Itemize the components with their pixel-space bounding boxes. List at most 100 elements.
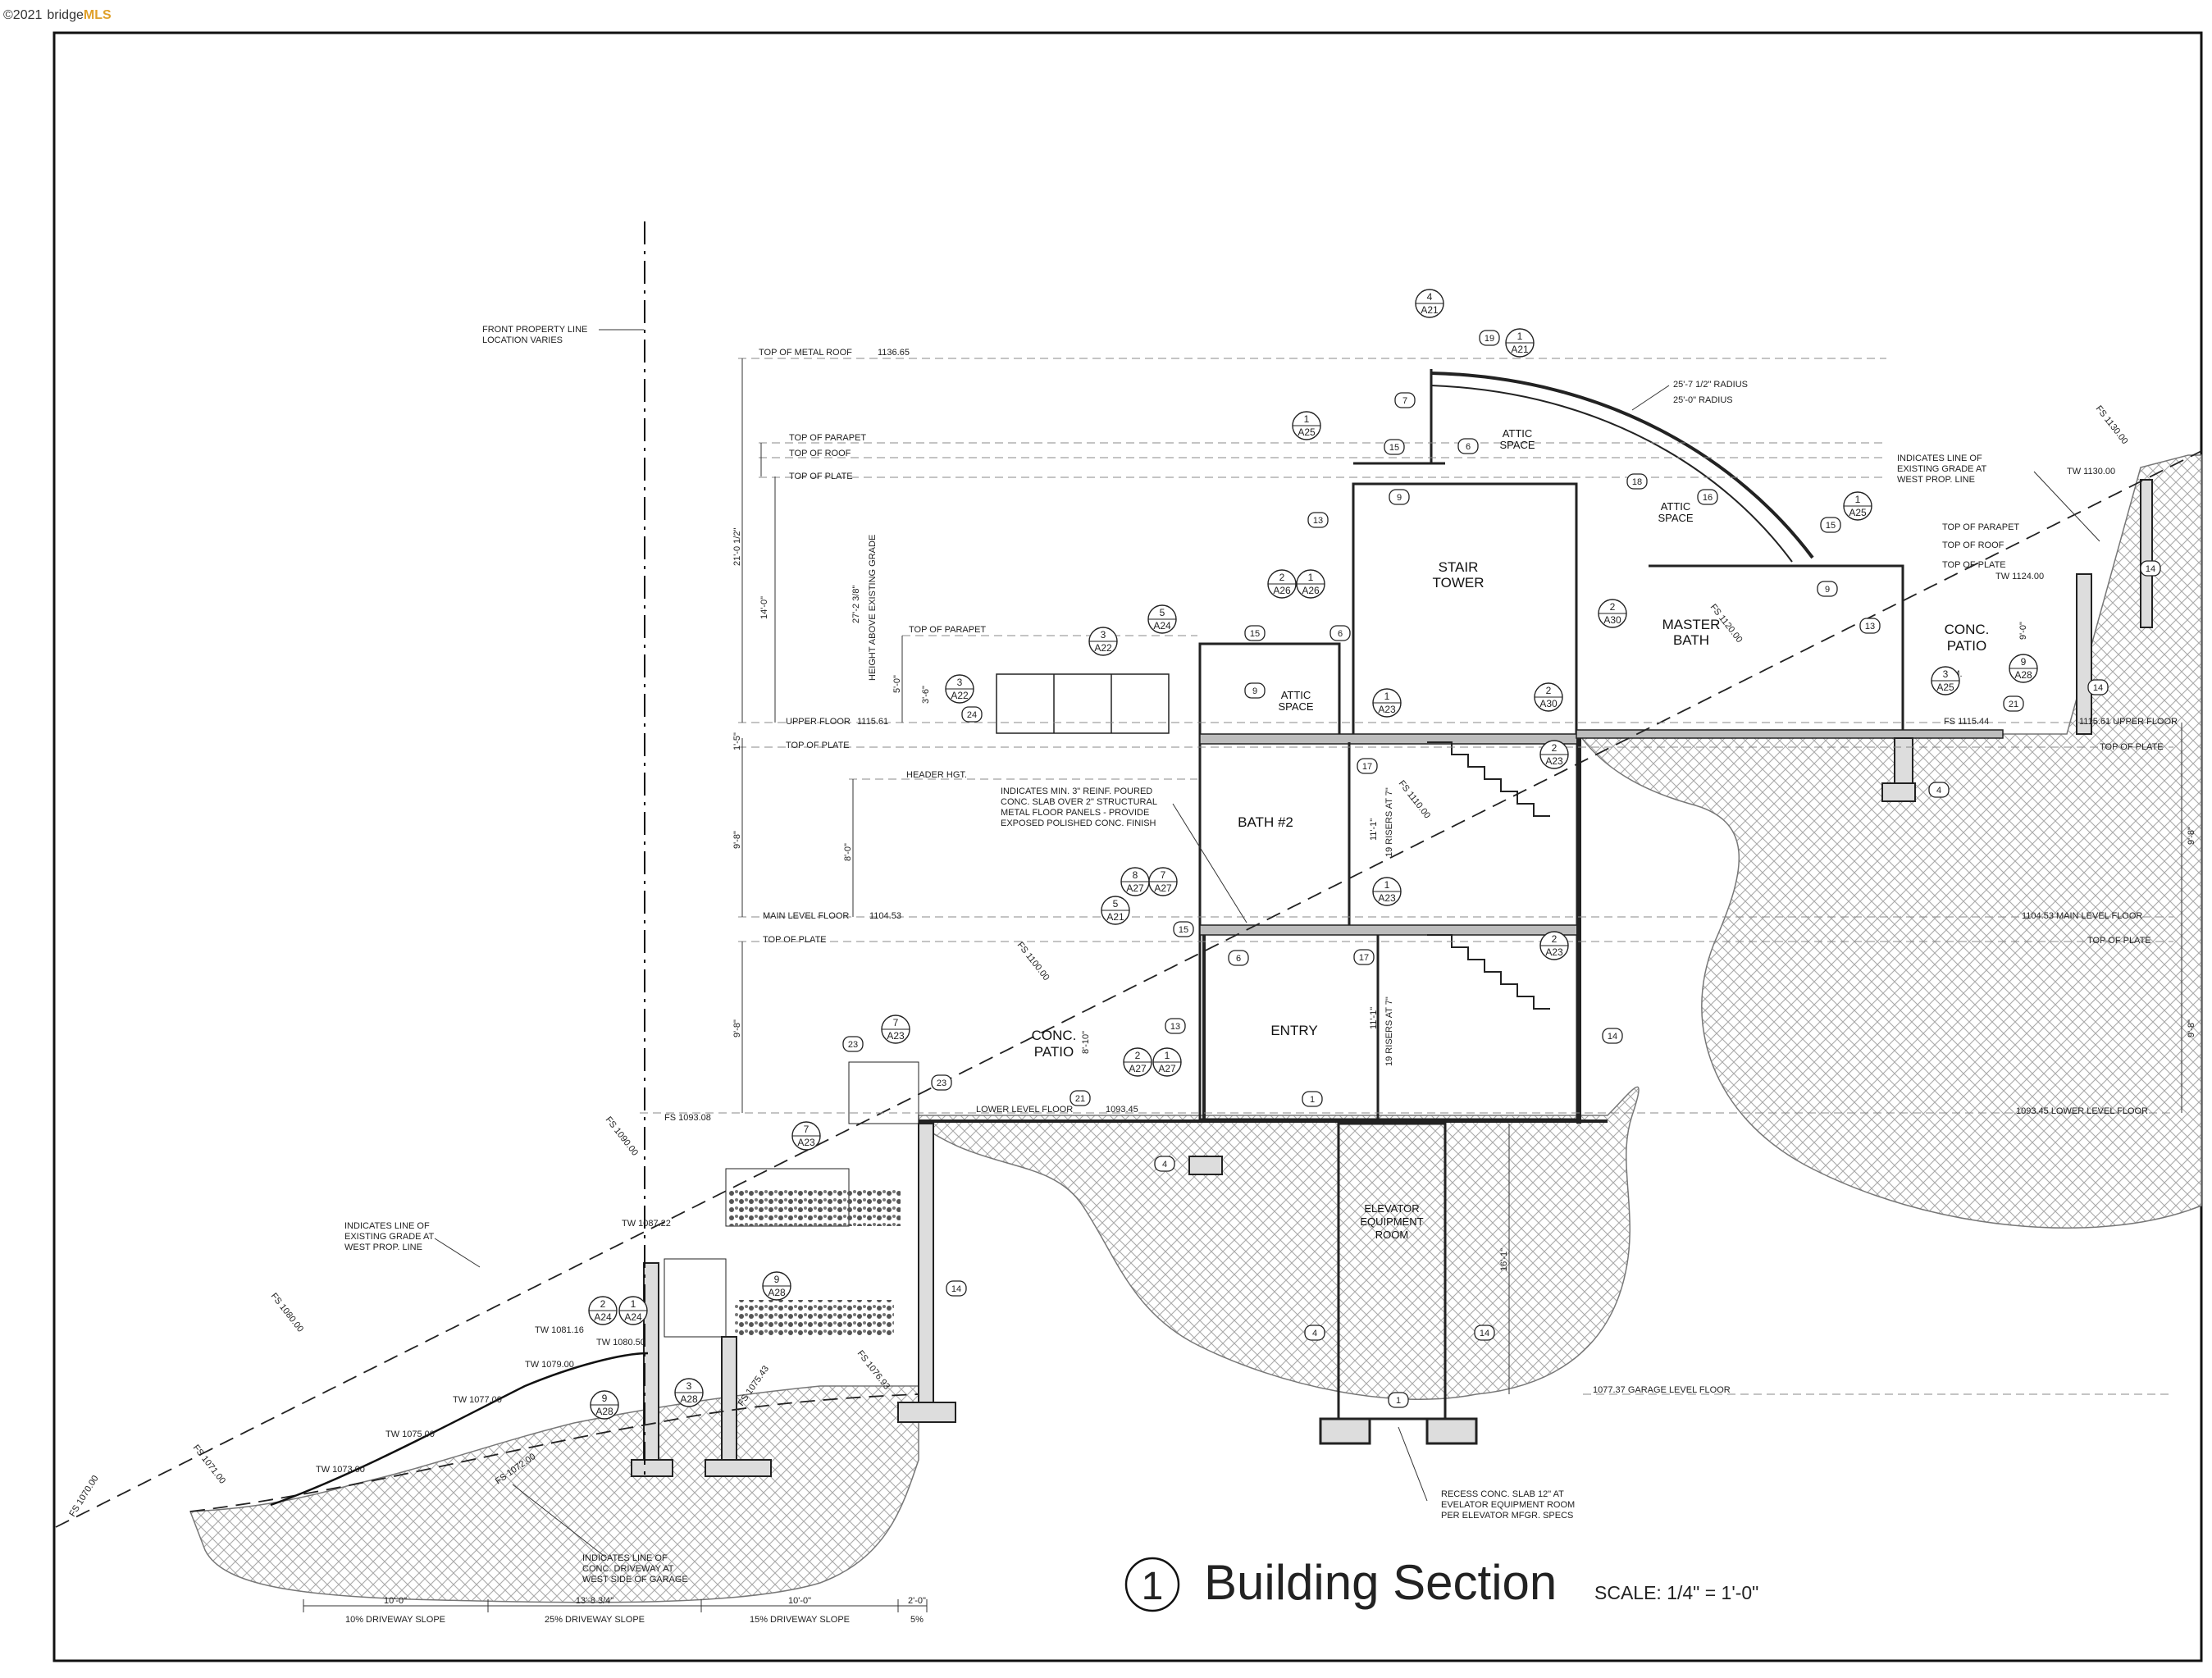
label-top-plate-3: TOP OF PLATE — [763, 935, 827, 945]
room-attic-upper-1: ATTIC — [1503, 427, 1533, 440]
driveway-slope-25: 25% DRIVEWAY SLOPE — [545, 1615, 645, 1625]
driveway-slope-15: 15% DRIVEWAY SLOPE — [750, 1615, 850, 1625]
dim-5-0: 5'-0" — [892, 675, 902, 693]
note-front-property-2: LOCATION VARIES — [482, 335, 563, 345]
detail-bubble-number: 5 — [1113, 898, 1119, 910]
detail-bubble-number: 1 — [631, 1298, 636, 1310]
detail-bubble-number: 7 — [1161, 869, 1166, 881]
note-slab-1: INDICATES MIN. 3" REINF. POURED — [1001, 787, 1152, 796]
keynote-tag-text: 13 — [1313, 516, 1323, 526]
keynote-tag-text: 1 — [1396, 1396, 1401, 1406]
keynote-tag-text: 14 — [2093, 683, 2103, 693]
keynote-tag-text: 9 — [1252, 686, 1257, 696]
keynote-tag-text: 6 — [1466, 442, 1471, 452]
note-driveway-3: WEST SIDE OF GARAGE — [582, 1575, 688, 1585]
detail-bubble-sheet: A22 — [951, 690, 969, 701]
label-main-floor: MAIN LEVEL FLOOR — [763, 911, 849, 921]
keynote-tag-t6b: 6 — [1329, 625, 1351, 641]
keynote-tag-text: 14 — [1608, 1032, 1617, 1042]
keynote-tag-text: 19 — [1485, 334, 1494, 344]
planter-shrubs-lower — [734, 1300, 894, 1337]
driveway-slope-10: 10% DRIVEWAY SLOPE — [345, 1615, 445, 1625]
label-top-metal-roof: TOP OF METAL ROOF — [759, 348, 852, 358]
room-elevator-3: ROOM — [1375, 1229, 1408, 1241]
detail-bubble-number: 9 — [602, 1393, 608, 1404]
dim-1-5: 1'-5" — [732, 732, 742, 750]
keynote-tag-t4a: 4 — [1154, 1156, 1175, 1172]
wall-tw1079: TW 1079.00 — [525, 1360, 574, 1370]
keynote-tag-t14a: 14 — [946, 1280, 967, 1297]
label-top-plate: TOP OF PLATE — [789, 472, 853, 481]
label-right-top-parapet: TOP OF PARAPET — [1942, 522, 2019, 532]
copyright-text: ©2021 — [3, 8, 43, 22]
driveway-line — [189, 1393, 919, 1512]
grade-fs1100: FS 1100.00 — [1015, 940, 1051, 983]
room-master-bath-1: MASTER — [1662, 617, 1721, 632]
earth-right — [1577, 454, 2202, 1229]
detail-bubble-number: 8 — [1133, 869, 1138, 881]
dim-27-2: 27'-2 3/8" — [851, 586, 861, 623]
room-attic-low-1: ATTIC — [1281, 689, 1311, 701]
note-slab-2: CONC. SLAB OVER 2" STRUCTURAL — [1001, 797, 1157, 807]
keynote-tag-t21a: 21 — [1070, 1090, 1091, 1106]
keynote-tag-t13a: 13 — [1307, 512, 1329, 528]
keynote-tag-text: 18 — [1632, 477, 1642, 487]
note-risers-lower: 19 RISERS AT 7" — [1384, 996, 1394, 1066]
building-structure — [631, 369, 2153, 1477]
keynote-tag-text: 15 — [1250, 629, 1260, 639]
detail-bubble-number: 5 — [1160, 607, 1165, 618]
keynote-tag-t14d: 14 — [2140, 560, 2161, 577]
keynote-tag-t9a: 9 — [1389, 489, 1410, 505]
detail-bubble-sheet: A30 — [1539, 698, 1558, 709]
keynote-tag-t15b: 15 — [1244, 625, 1266, 641]
keynote-tag-t18: 18 — [1626, 473, 1648, 490]
detail-bubble-sheet: A28 — [2014, 669, 2032, 681]
label-header-hgt: HEADER HGT. — [906, 770, 967, 780]
label-right-top-plate: TOP OF PLATE — [1942, 560, 2006, 570]
brand-text: bridge — [47, 8, 84, 22]
detail-bubble-sheet: A23 — [1378, 892, 1396, 904]
detail-bubble-sheet: A25 — [1936, 682, 1954, 693]
keynote-tag-t1a: 1 — [1302, 1091, 1323, 1107]
detail-bubble-number: 1 — [1165, 1050, 1170, 1061]
room-bath-2: BATH #2 — [1238, 814, 1293, 830]
driveway-slope-5: 5% — [910, 1615, 924, 1625]
keynote-tag-t9c: 9 — [1817, 581, 1838, 597]
dim-r9-8a: 9'-8" — [2187, 827, 2196, 845]
note-grade-left-1: INDICATES LINE OF — [344, 1221, 430, 1231]
keynote-tag-t6c: 6 — [1228, 950, 1249, 966]
keynote-tag-text: 9 — [1825, 585, 1830, 595]
label-right-main-floor: 1104.53 MAIN LEVEL FLOOR — [2022, 911, 2142, 921]
value-top-metal-roof: 1136.65 — [878, 348, 910, 358]
detail-bubble-sheet: A22 — [1094, 642, 1112, 654]
keynote-tag-t23a: 23 — [842, 1036, 864, 1052]
label-top-parapet: TOP OF PARAPET — [789, 433, 866, 443]
grade-fs1130: FS 1130.00 — [2094, 404, 2130, 446]
detail-bubble-number: 1 — [1855, 494, 1861, 505]
level-lines — [640, 358, 2173, 1395]
detail-bubble-sheet: A27 — [1129, 1063, 1147, 1074]
keynote-tag-text: 14 — [1480, 1329, 1489, 1338]
keynote-tag-t4c: 4 — [1928, 782, 1950, 798]
detail-bubble-sheet: A27 — [1154, 882, 1172, 894]
label-right-top-plate-2: TOP OF PLATE — [2100, 742, 2164, 752]
room-entry: ENTRY — [1270, 1023, 1317, 1038]
label-tw-1130: TW 1130.00 — [2067, 467, 2115, 476]
wall-tw1080: TW 1080.50 — [596, 1338, 645, 1347]
dim-21-0: 21'-0 1/2" — [732, 528, 742, 566]
note-grade-left-2: EXISTING GRADE AT — [344, 1232, 434, 1242]
note-risers-upper: 19 RISERS AT 7" — [1384, 787, 1394, 857]
keynote-tag-text: 14 — [951, 1284, 961, 1294]
room-conc-patio-lower-1: CONC. — [1032, 1028, 1077, 1043]
keynote-tag-t13b: 13 — [1165, 1018, 1186, 1034]
detail-bubble-sheet: A23 — [1545, 755, 1563, 767]
